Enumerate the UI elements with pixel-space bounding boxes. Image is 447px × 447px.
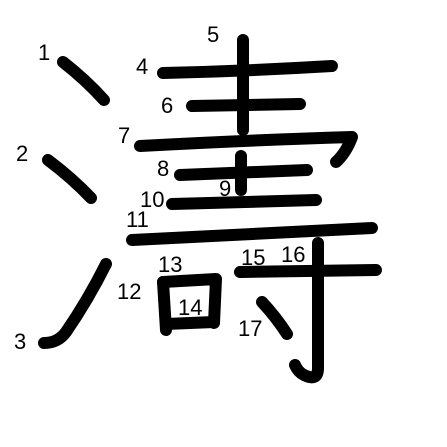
stroke-11: [126, 222, 378, 246]
stroke-number-3: 3: [14, 329, 26, 354]
stroke-17: [256, 296, 293, 340]
stroke-numbers: 1 2 3 4 5 6 7 8 9 10 11 12 13 14 15 16 1…: [14, 22, 305, 354]
stroke-7: [134, 131, 358, 168]
stroke-number-2: 2: [16, 141, 28, 166]
stroke-number-4: 4: [136, 54, 148, 79]
stroke-16: [289, 237, 324, 384]
stroke-15: [234, 264, 382, 278]
stroke-13: [157, 273, 222, 329]
stroke-number-11: 11: [126, 207, 149, 232]
stroke-paths: [38, 34, 382, 384]
stroke-number-12: 12: [117, 279, 141, 304]
stroke-10: [166, 194, 322, 210]
stroke-number-6: 6: [161, 93, 173, 118]
stroke-3: [38, 258, 112, 349]
stroke-number-16: 16: [281, 242, 305, 267]
stroke-number-9: 9: [219, 176, 231, 201]
stroke-number-5: 5: [207, 22, 219, 47]
stroke-14: [160, 316, 220, 330]
stroke-1: [57, 56, 110, 106]
stroke-number-17: 17: [238, 316, 262, 341]
stroke-number-7: 7: [118, 123, 130, 148]
stroke-number-8: 8: [157, 156, 169, 181]
stroke-number-14: 14: [178, 295, 202, 320]
stroke-2: [42, 154, 97, 204]
stroke-number-15: 15: [241, 245, 265, 270]
stroke-number-13: 13: [158, 252, 182, 277]
stroke-number-1: 1: [38, 40, 50, 65]
stroke-6: [186, 98, 306, 112]
stroke-number-10: 10: [140, 187, 164, 212]
